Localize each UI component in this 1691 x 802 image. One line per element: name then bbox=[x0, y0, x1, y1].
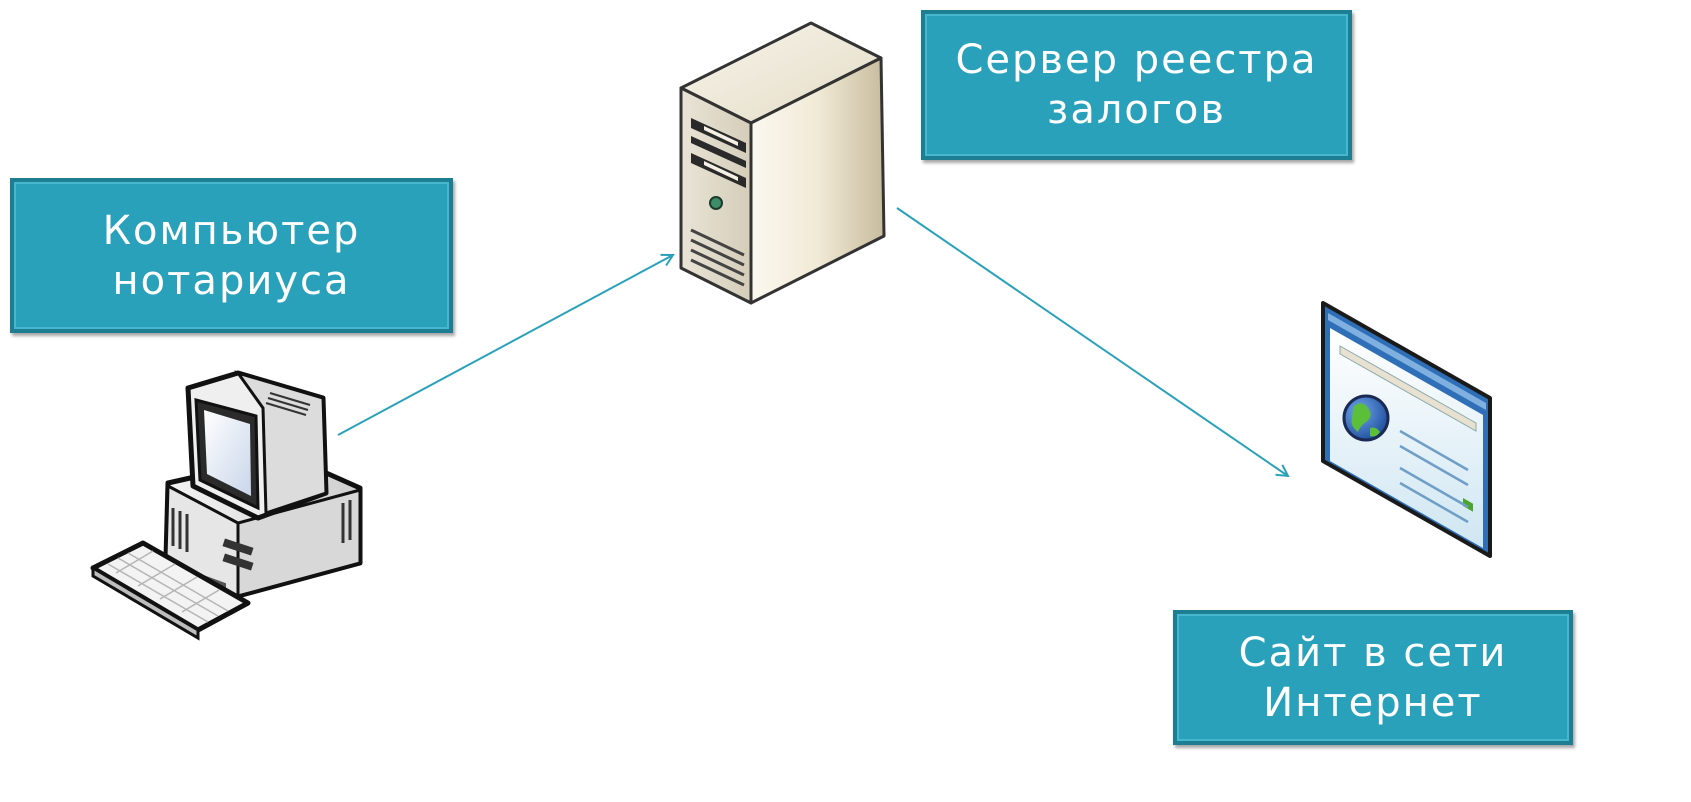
notary-label-line-1: Компьютер bbox=[102, 207, 361, 254]
internet-site-label: Сайт в сети Интернет bbox=[1173, 610, 1573, 745]
server-label-line-2: залогов bbox=[1047, 87, 1226, 133]
arrow-server-to-site bbox=[896, 207, 1288, 476]
notary-label-line-2: нотариуса bbox=[112, 257, 351, 304]
site-label-line-1: Сайт в сети bbox=[1238, 629, 1508, 676]
tower-server-icon bbox=[676, 18, 891, 308]
site-label-line-2: Интернет bbox=[1263, 679, 1483, 726]
web-page-globe-icon bbox=[1318, 298, 1498, 560]
desktop-computer-icon bbox=[88, 368, 368, 643]
registry-server-label: Сервер реестра залогов bbox=[921, 10, 1352, 160]
arrow-notary-to-server bbox=[337, 255, 673, 436]
notary-computer-label: Компьютер нотариуса bbox=[10, 178, 453, 333]
server-label-line-1: Сервер реестра bbox=[955, 37, 1318, 83]
